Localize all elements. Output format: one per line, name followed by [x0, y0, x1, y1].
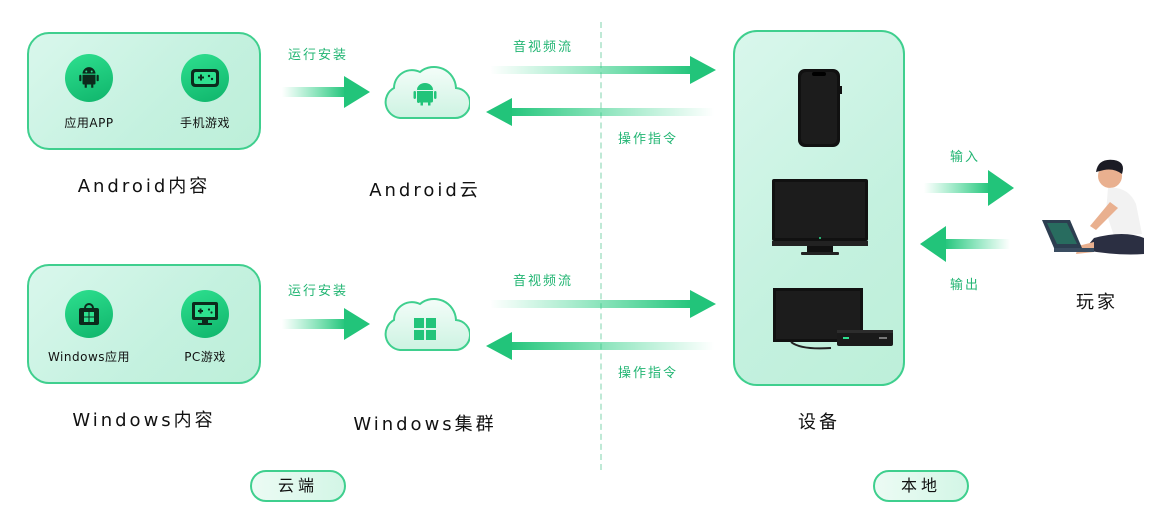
- player-label: 玩家: [1076, 292, 1118, 313]
- android-icon: [65, 54, 113, 102]
- monitor-icon: [772, 179, 868, 255]
- app-label-windows-app: Windows应用: [47, 350, 131, 364]
- arrow-input: [924, 170, 1014, 206]
- edge-label-ops-android: 操作指令: [618, 132, 679, 147]
- arrow-av-stream-windows: [490, 290, 716, 318]
- arrow-run-install-windows: [282, 308, 370, 340]
- devices-label: 设备: [798, 412, 840, 433]
- android-content-label: Android内容: [77, 176, 211, 197]
- gamepad-icon: [181, 54, 229, 102]
- tv-box-icon: [773, 288, 893, 350]
- arrow-ops-windows: [486, 332, 714, 360]
- edge-label-av-stream-windows: 音视频流: [513, 274, 574, 289]
- windows-store-icon: [65, 290, 113, 338]
- arrow-ops-android: [486, 98, 714, 126]
- zone-label-cloud: 云端: [250, 470, 346, 502]
- player-with-laptop-icon: [1042, 159, 1144, 255]
- zone-divider: [600, 22, 602, 470]
- android-cloud-icon: [384, 65, 470, 120]
- edge-label-ops-windows: 操作指令: [618, 366, 679, 381]
- arrow-run-install-android: [282, 76, 370, 108]
- windows-content-panel: Windows应用 PC游戏: [27, 264, 261, 384]
- edge-label-run-install-windows: 运行安装: [288, 284, 349, 299]
- edge-label-av-stream-android: 音视频流: [513, 40, 574, 55]
- app-label-android-app: 应用APP: [64, 116, 114, 130]
- arrow-av-stream-android: [490, 56, 716, 84]
- zone-label-local: 本地: [873, 470, 969, 502]
- pc-game-icon: [181, 290, 229, 338]
- android-content-panel: 应用APP 手机游戏: [27, 32, 261, 150]
- app-label-pc-game: PC游戏: [184, 350, 226, 364]
- app-label-mobile-game: 手机游戏: [179, 116, 230, 130]
- edge-label-input: 输入: [950, 150, 981, 165]
- windows-cluster-icon: [384, 297, 470, 352]
- devices-panel: [733, 30, 905, 386]
- android-cloud-label: Android云: [369, 180, 481, 201]
- arrow-output: [920, 226, 1010, 262]
- windows-content-label: Windows内容: [72, 410, 216, 431]
- smartphone-icon: [798, 69, 842, 147]
- edge-label-output: 输出: [950, 278, 981, 293]
- windows-cluster-label: Windows集群: [353, 414, 497, 435]
- edge-label-run-install-android: 运行安装: [288, 48, 349, 63]
